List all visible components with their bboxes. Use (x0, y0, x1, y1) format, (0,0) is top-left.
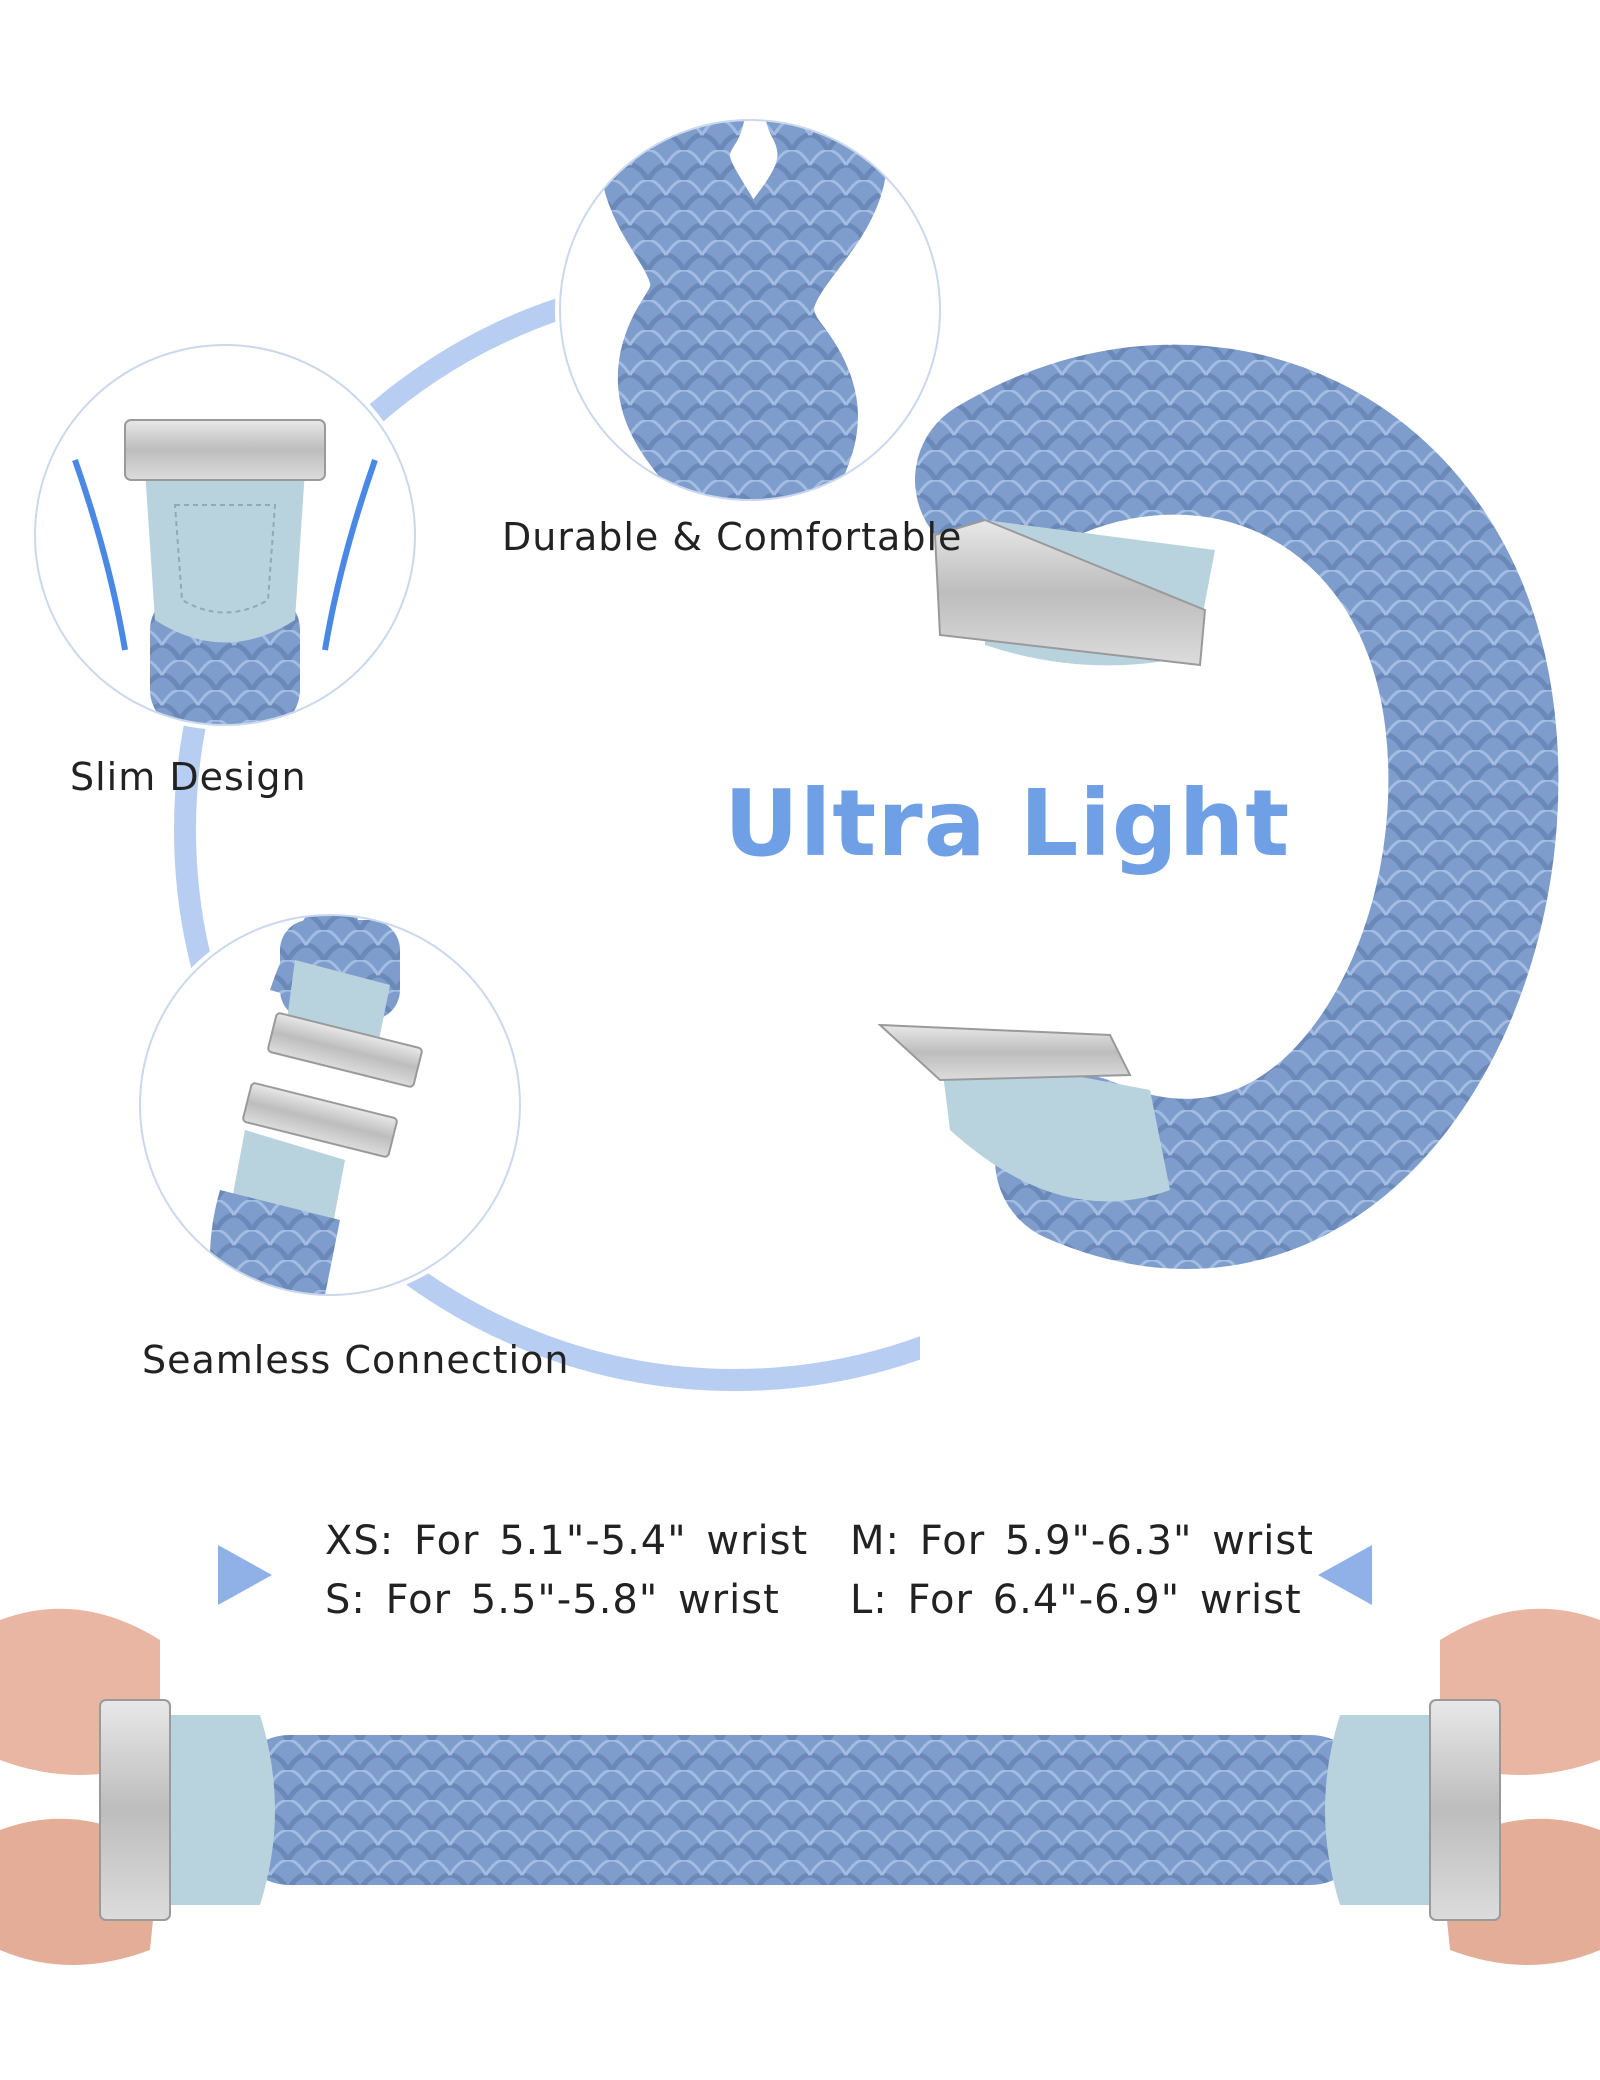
size-xs: XS: For 5.1"-5.4" wrist (325, 1518, 809, 1564)
feature-label-seamless: Seamless Connection (142, 1338, 570, 1382)
watch-band-image (877, 344, 1559, 1269)
left-arrow-icon (1318, 1545, 1372, 1605)
feature-label-slim: Slim Design (70, 755, 307, 799)
size-m: M: For 5.9"-6.3" wrist (850, 1518, 1314, 1564)
stretched-band-image (0, 1608, 1600, 1965)
braid-closeup-icon (559, 119, 941, 501)
right-arrow-icon (218, 1545, 272, 1605)
size-l: L: For 6.4"-6.9" wrist (850, 1577, 1302, 1623)
connector-pair-icon (139, 914, 521, 1296)
feature-label-durable: Durable & Comfortable (502, 515, 963, 559)
size-s: S: For 5.5"-5.8" wrist (325, 1577, 780, 1623)
headline: Ultra Light (724, 770, 1291, 877)
slim-connector-icon (34, 344, 416, 726)
